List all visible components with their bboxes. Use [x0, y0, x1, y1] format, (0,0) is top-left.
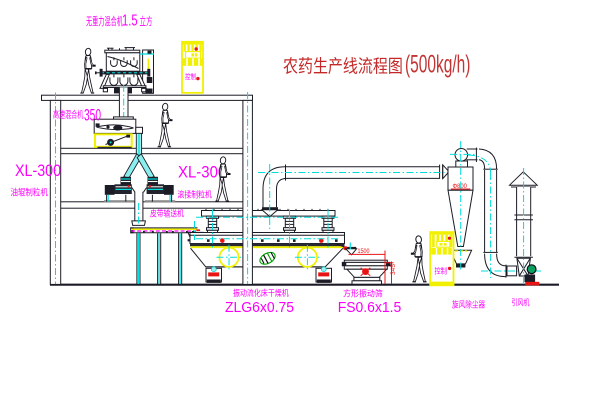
- svg-text:350: 350: [84, 106, 101, 124]
- svg-text:(500kg/h): (500kg/h): [405, 51, 470, 79]
- svg-text:滚揉制粒机: 滚揉制粒机: [178, 189, 213, 200]
- svg-text:1500: 1500: [358, 249, 370, 255]
- svg-text:油辊制粒机: 油辊制粒机: [11, 187, 49, 198]
- svg-text:XL-300: XL-300: [15, 162, 61, 180]
- svg-text:农药生产线流程图: 农药生产线流程图: [283, 56, 403, 77]
- svg-text:FS0.6x1.5: FS0.6x1.5: [338, 300, 402, 317]
- svg-text:控制: 控制: [185, 71, 196, 81]
- svg-text:振动流化床干燥机: 振动流化床干燥机: [233, 287, 289, 298]
- svg-text:ZLG6x0.75: ZLG6x0.75: [225, 300, 294, 317]
- svg-text:旋风除尘器: 旋风除尘器: [452, 299, 485, 310]
- svg-text:皮带输送机: 皮带输送机: [150, 208, 184, 219]
- svg-text:无重力混合机: 无重力混合机: [86, 14, 123, 28]
- svg-text:立方: 立方: [140, 14, 153, 27]
- svg-text:Φ800: Φ800: [453, 183, 468, 190]
- svg-text:方形振动筛: 方形振动筛: [343, 288, 383, 298]
- svg-text:高速混合机: 高速混合机: [53, 108, 83, 120]
- svg-text:控制: 控制: [435, 266, 448, 276]
- svg-text:XL-300: XL-300: [178, 164, 226, 182]
- svg-text:1.5: 1.5: [122, 10, 138, 29]
- svg-text:引风机: 引风机: [511, 297, 530, 307]
- svg-text:345: 345: [390, 264, 397, 275]
